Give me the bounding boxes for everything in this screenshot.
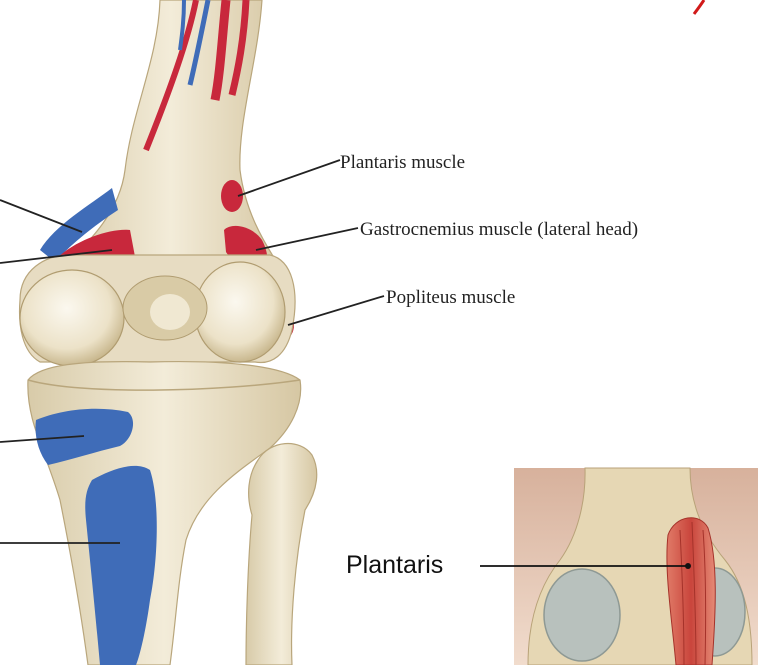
label-popliteus-muscle: Popliteus muscle (386, 288, 515, 307)
leader-line-left-1 (0, 200, 82, 232)
notch-highlight (150, 294, 190, 330)
label-plantaris-muscle: Plantaris muscle (340, 153, 465, 172)
lateral-condyle (195, 262, 285, 362)
inset-leader-dot (685, 563, 691, 569)
inset-plantaris-figure (480, 468, 758, 665)
leader-line-plantaris (238, 160, 340, 196)
leader-line-gastrocnemius (256, 228, 358, 250)
label-gastrocnemius-lateral-head: Gastrocnemius muscle (lateral head) (360, 220, 638, 239)
inset-plantaris-muscle (667, 518, 715, 665)
red-corner-mark (694, 0, 704, 14)
medial-condyle (20, 270, 124, 366)
fibula (246, 444, 317, 665)
inset-medial-condyle (544, 569, 620, 661)
inset-label-plantaris: Plantaris (346, 553, 443, 578)
leader-line-popliteus (288, 296, 384, 325)
